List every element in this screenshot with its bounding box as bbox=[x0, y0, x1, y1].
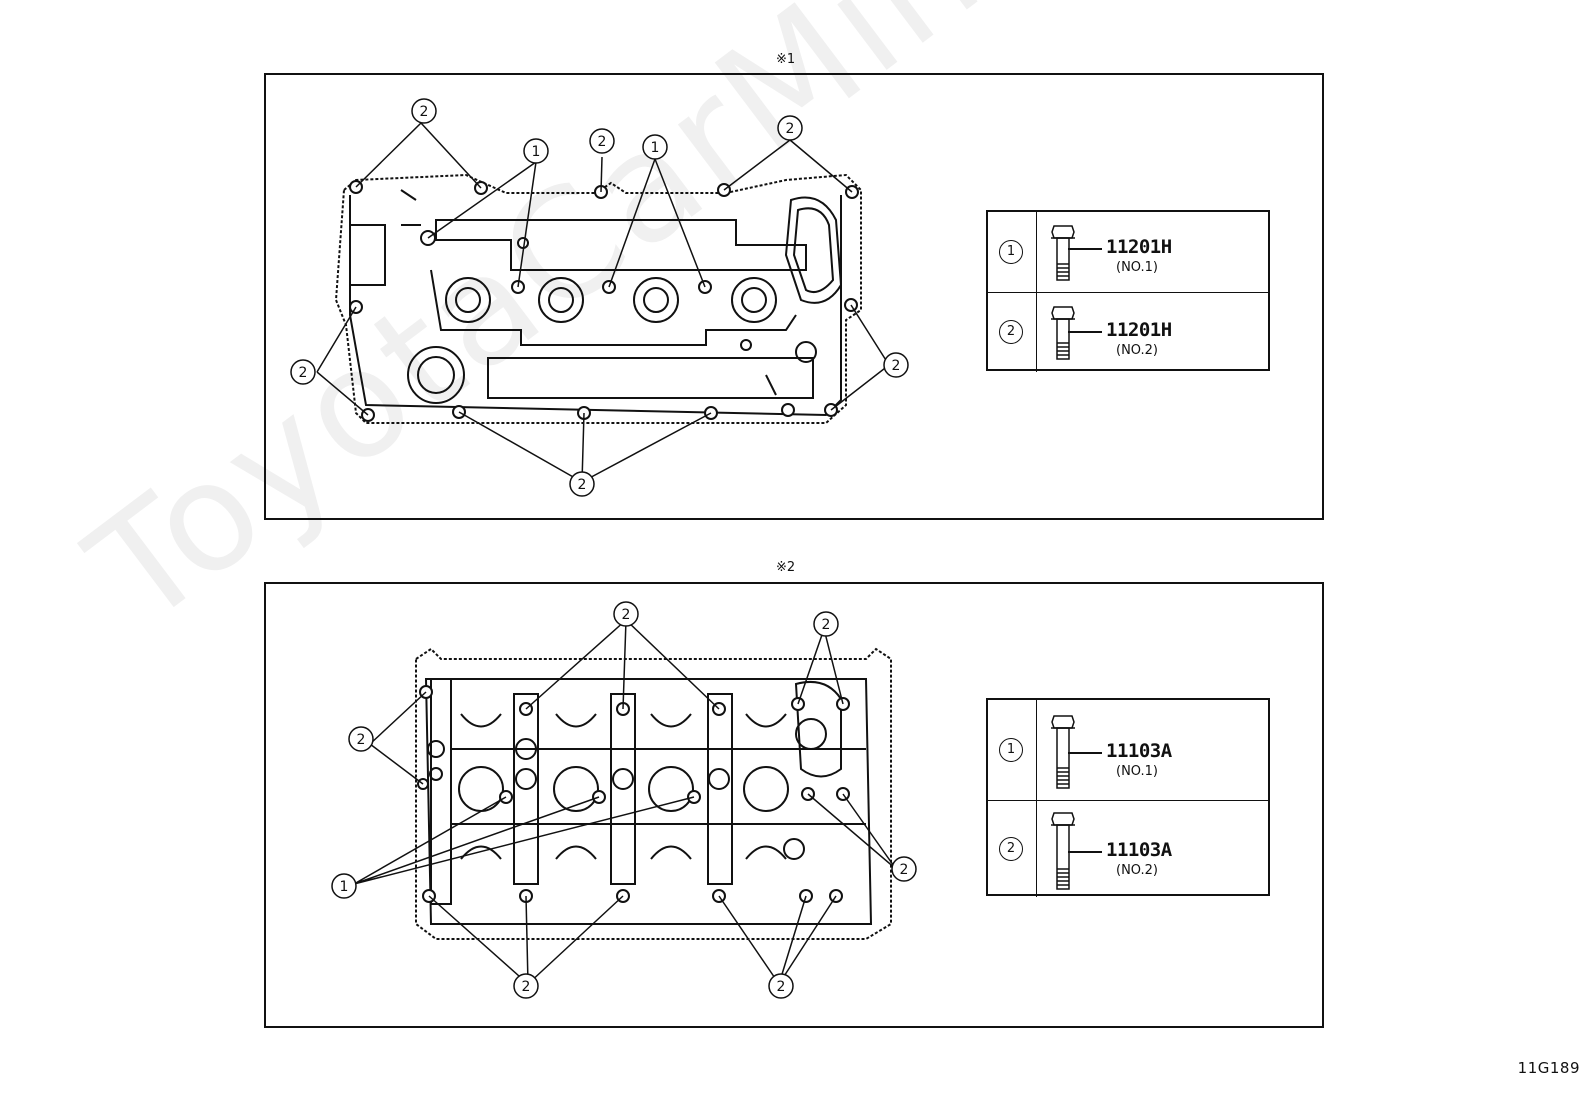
legend-row: 2 11103A (NO.2) bbox=[988, 800, 1268, 897]
callout-2: 2 bbox=[522, 979, 531, 995]
cylinder-head-cover-drawing: 2 1 2 1 2 2 2 2 bbox=[290, 98, 909, 497]
legend-row: 1 11103A (NO.1) bbox=[988, 700, 1268, 800]
bolt-icon bbox=[1051, 715, 1075, 789]
callout-2: 2 bbox=[578, 477, 587, 493]
panel-2-title: ※2 bbox=[776, 560, 796, 575]
bolt-label: (NO.1) bbox=[1116, 764, 1158, 779]
callout-2: 2 bbox=[900, 862, 909, 878]
callout-1: 1 bbox=[532, 144, 541, 160]
panel-1-title: ※1 bbox=[776, 52, 796, 67]
bolt-icon bbox=[1051, 306, 1075, 360]
part-number: 11201H bbox=[1106, 319, 1172, 341]
callout-2: 2 bbox=[892, 358, 901, 374]
callout-2: 2 bbox=[777, 979, 786, 995]
part-number: 11103A bbox=[1106, 740, 1172, 762]
callout-2: 2 bbox=[822, 617, 831, 633]
part-number: 11103A bbox=[1106, 839, 1172, 861]
callout-1: 1 bbox=[651, 140, 660, 156]
callout-2: 2 bbox=[786, 121, 795, 137]
bolt-icon bbox=[1051, 812, 1075, 890]
legend-number: 2 bbox=[999, 320, 1023, 344]
legend-row: 1 11201H (NO.1) bbox=[988, 212, 1268, 292]
bolt-label: (NO.2) bbox=[1116, 343, 1158, 358]
panel-1-cylinder-head-cover: 2 1 2 1 2 2 2 2 1 11201H (NO.1) 2 bbox=[264, 73, 1324, 520]
callout-1: 1 bbox=[340, 879, 349, 895]
bolt-legend-2: 1 11103A (NO.1) 2 11103A (NO.2) bbox=[986, 698, 1270, 897]
callout-2: 2 bbox=[622, 607, 631, 623]
bolt-icon bbox=[1051, 225, 1075, 281]
legend-number: 1 bbox=[999, 738, 1023, 762]
callout-2: 2 bbox=[299, 365, 308, 381]
callout-2: 2 bbox=[598, 134, 607, 150]
bolt-label: (NO.2) bbox=[1116, 863, 1158, 878]
legend-row: 2 11201H (NO.2) bbox=[988, 292, 1268, 372]
bolt-label: (NO.1) bbox=[1116, 260, 1158, 275]
panel-2-cylinder-head: 2 2 2 1 2 2 2 1 11103A (NO.1) 2 bbox=[264, 582, 1324, 1028]
legend-number: 2 bbox=[999, 837, 1023, 861]
figure-code: 11G189 bbox=[1517, 1059, 1580, 1077]
cylinder-head-drawing: 2 2 2 1 2 2 2 bbox=[331, 601, 917, 999]
part-number: 11201H bbox=[1106, 236, 1172, 258]
legend-number: 1 bbox=[999, 240, 1023, 264]
bolt-legend-1: 1 11201H (NO.1) 2 11201H (NO.2) bbox=[986, 210, 1270, 372]
callout-2: 2 bbox=[420, 104, 429, 120]
callout-2: 2 bbox=[357, 732, 366, 748]
